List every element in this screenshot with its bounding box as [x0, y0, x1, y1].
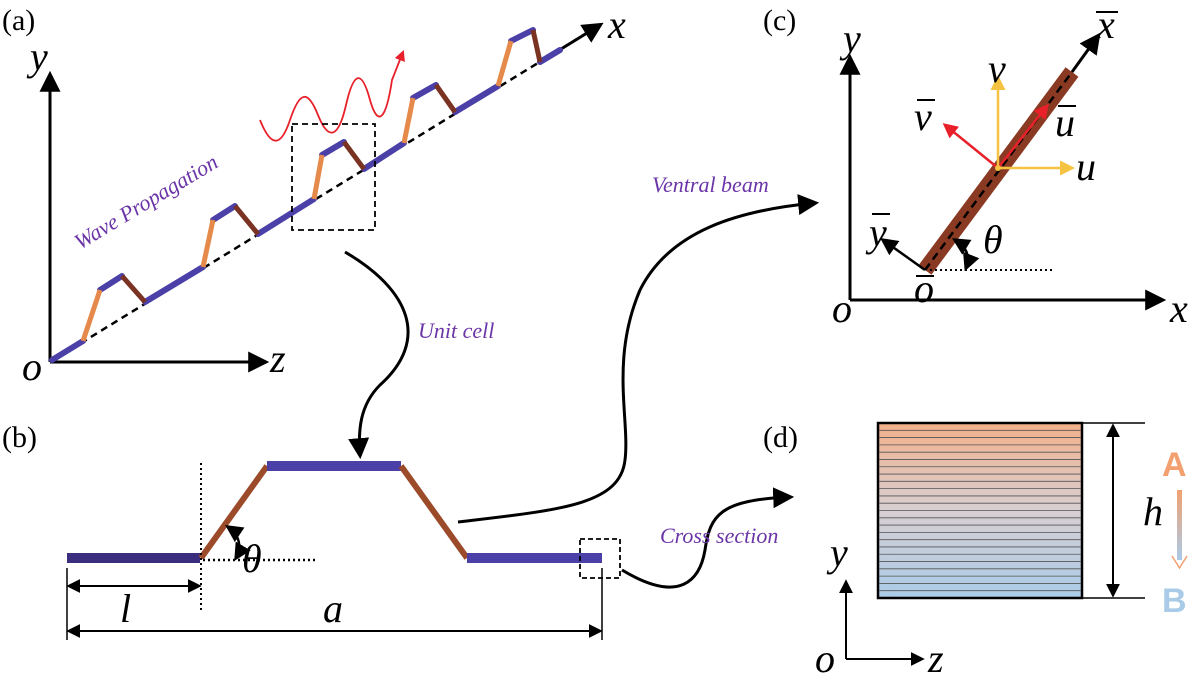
- unit-cell-left-web: [198, 464, 270, 560]
- u-bar-label-group: u: [1055, 100, 1076, 145]
- ventral-beam-label: Ventral beam: [652, 172, 769, 197]
- top-face-segment: [319, 139, 347, 158]
- panel-c-theta-label: θ: [983, 217, 1003, 262]
- web-rising: [401, 97, 416, 144]
- unit-cell-right-web: [398, 464, 470, 560]
- panel-a-y-label: y: [26, 34, 48, 79]
- beam-centerline: [923, 71, 1074, 271]
- local-x-label: x: [1096, 2, 1115, 47]
- web-falling: [433, 83, 458, 114]
- panel-label-a: (a): [2, 4, 35, 37]
- unit-cell-connector: [344, 250, 410, 460]
- panel-a-x-label: x: [607, 2, 626, 47]
- top-face-segment: [210, 203, 238, 223]
- local-y-label: y: [865, 210, 887, 255]
- v-bar-label-group: v: [914, 94, 935, 139]
- dimension-l-label: l: [120, 586, 131, 631]
- panel-label-d: (d): [763, 421, 798, 454]
- local-x-axis: [1070, 32, 1101, 73]
- unit-cell-label: Unit cell: [418, 318, 494, 343]
- panel-c-theta-arc: [952, 238, 980, 272]
- web-rising: [495, 40, 514, 87]
- top-face-segment: [410, 82, 439, 101]
- face-segment: [452, 83, 501, 115]
- panel-c-y-label: y: [839, 16, 861, 61]
- dimension-a-label: a: [323, 586, 343, 631]
- web-falling: [341, 140, 367, 171]
- face-segment: [49, 338, 86, 363]
- v-bar-local-vector: [942, 123, 999, 169]
- cross-section-layers: [879, 429, 1081, 592]
- web-rising: [80, 289, 103, 342]
- local-origin-label-group: o: [914, 266, 934, 311]
- panel-a-x-dashed-axis: [49, 23, 601, 364]
- face-segment: [361, 140, 407, 172]
- u-bar-label: u: [1055, 100, 1075, 145]
- panel-c: y x o v u v u x y: [832, 2, 1188, 331]
- vector-origin-point: [995, 165, 1001, 171]
- theta-angle-arc: [225, 525, 251, 562]
- panel-b-theta-label: θ: [242, 536, 262, 581]
- panel-d-y-label: y: [826, 530, 848, 575]
- callout-connectors: [344, 194, 820, 589]
- u-bar-local-vector: [997, 103, 1049, 169]
- panel-d: h y z o A B: [815, 421, 1188, 680]
- wave-propagation-curve: [259, 49, 405, 142]
- panel-c-x-label: x: [1169, 286, 1188, 331]
- wave-propagation-label: Wave Propagation: [70, 149, 222, 254]
- local-origin-label: o: [914, 266, 934, 311]
- web-falling: [530, 29, 543, 63]
- unit-cell-selection-box: [291, 123, 376, 231]
- panel-label-c: (c): [763, 4, 796, 37]
- top-face-segment: [508, 27, 536, 44]
- panel-a-corrugated-structure: [49, 27, 563, 363]
- web-rising: [200, 219, 216, 268]
- panel-label-b: (b): [2, 421, 37, 454]
- face-segment: [255, 196, 317, 237]
- web-rising: [311, 154, 325, 200]
- v-bar-label: v: [914, 94, 932, 139]
- web-falling: [120, 274, 147, 304]
- v-global-label: v: [988, 46, 1006, 91]
- u-global-label: u: [1076, 144, 1096, 189]
- top-face-segment: [97, 273, 125, 293]
- panel-b: θ l a: [66, 461, 621, 640]
- cross-section-connector: [621, 487, 795, 589]
- panel-a-z-label: z: [269, 336, 286, 381]
- panel-d-z-label: z: [927, 636, 944, 680]
- material-gradient-arrow: [1171, 555, 1188, 570]
- face-segment: [142, 264, 206, 305]
- material-gradient-bar: [1177, 490, 1182, 560]
- material-a-label: A: [1162, 446, 1187, 484]
- face-segment: [537, 47, 563, 65]
- panel-d-origin-label: o: [815, 636, 835, 680]
- web-falling: [233, 204, 260, 236]
- local-y-label-group: y: [865, 210, 890, 255]
- panel-a: y z x o: [22, 2, 626, 389]
- material-b-label: B: [1162, 582, 1187, 620]
- ventral-beam-connector: [457, 194, 820, 524]
- cross-section-label: Cross section: [660, 523, 778, 548]
- height-label: h: [1143, 489, 1163, 534]
- local-y-axis: [880, 237, 926, 272]
- local-x-label-group: x: [1096, 2, 1118, 47]
- panel-c-origin-label: o: [832, 286, 852, 331]
- panel-a-origin-label: o: [22, 344, 42, 389]
- cross-section-selection-box: [579, 538, 621, 579]
